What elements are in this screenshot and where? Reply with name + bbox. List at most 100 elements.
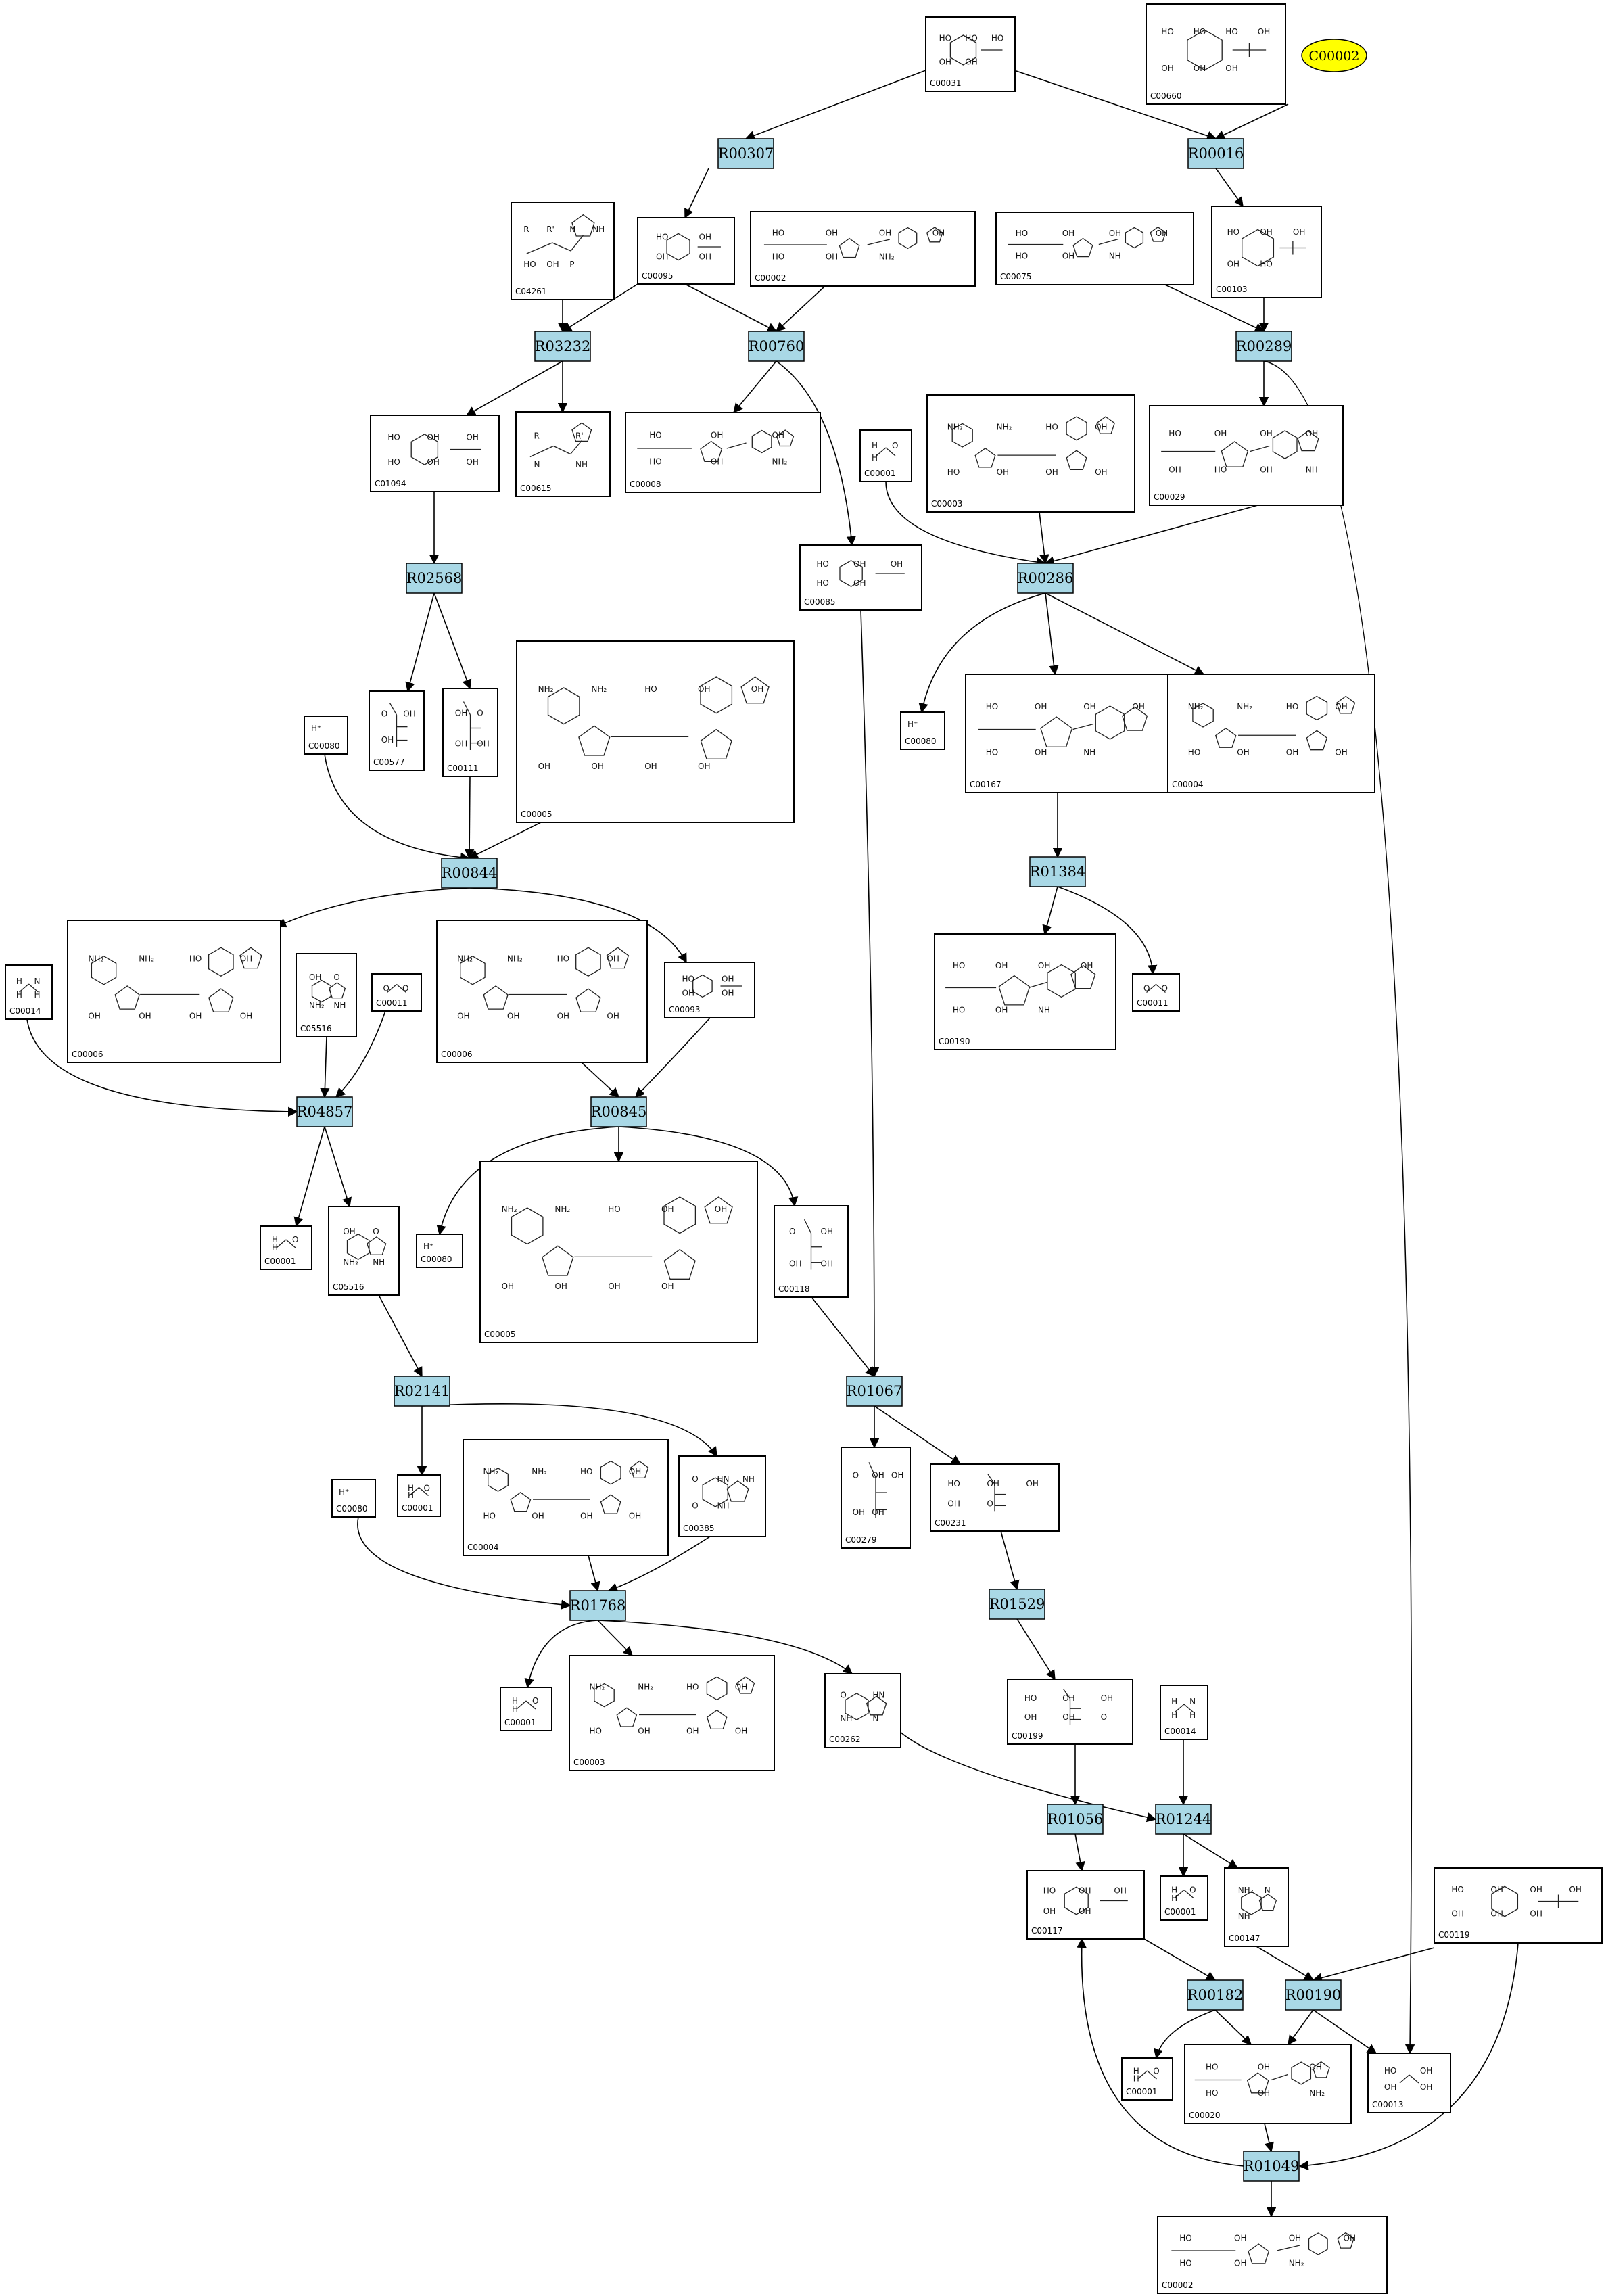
compound-box[interactable] bbox=[1160, 1875, 1208, 1921]
reaction-box[interactable] bbox=[406, 563, 463, 594]
reaction-r00844[interactable]: R00844 bbox=[441, 858, 498, 889]
reaction-box[interactable] bbox=[590, 1096, 647, 1127]
reaction-r00760[interactable]: R00760 bbox=[748, 331, 805, 362]
compound-box[interactable] bbox=[371, 973, 422, 1012]
reaction-r01056[interactable]: R01056 bbox=[1047, 1804, 1104, 1835]
compound-box[interactable] bbox=[926, 394, 1135, 513]
compound-c00080[interactable]: H⁺C00080 bbox=[304, 716, 348, 755]
reaction-box[interactable] bbox=[1047, 1804, 1104, 1835]
reaction-box[interactable] bbox=[1155, 1804, 1212, 1835]
compound-box[interactable] bbox=[416, 1234, 463, 1268]
compound-box[interactable] bbox=[5, 964, 53, 1020]
compound-box[interactable] bbox=[1026, 1870, 1145, 1940]
reaction-r00182[interactable]: R00182 bbox=[1187, 1979, 1244, 2011]
reaction-box[interactable] bbox=[296, 1096, 353, 1127]
reaction-box[interactable] bbox=[748, 331, 805, 362]
compound-box[interactable] bbox=[1367, 2053, 1451, 2113]
compound-box[interactable] bbox=[1146, 3, 1286, 105]
compound-box[interactable] bbox=[1211, 206, 1322, 298]
compound-box[interactable] bbox=[750, 211, 976, 287]
compound-box[interactable] bbox=[370, 415, 500, 492]
reaction-r00016[interactable]: R00016 bbox=[1187, 138, 1244, 169]
compound-box[interactable] bbox=[296, 953, 357, 1037]
compound-box[interactable] bbox=[625, 412, 821, 493]
compound-c00080[interactable]: H⁺C00080 bbox=[416, 1234, 463, 1268]
reaction-r00286[interactable]: R00286 bbox=[1017, 563, 1074, 594]
compound-box[interactable] bbox=[436, 920, 648, 1063]
compound-box[interactable] bbox=[479, 1161, 758, 1343]
highlighted-compound[interactable]: C00002 bbox=[1301, 39, 1367, 72]
compound-c00080[interactable]: H⁺C00080 bbox=[331, 1479, 376, 1518]
compound-box[interactable] bbox=[1160, 1685, 1208, 1740]
compound-box[interactable] bbox=[1184, 2044, 1352, 2124]
reaction-box[interactable] bbox=[1243, 2151, 1300, 2182]
compound-box[interactable] bbox=[515, 411, 611, 497]
compound-box[interactable] bbox=[637, 217, 735, 285]
compound-box[interactable] bbox=[463, 1439, 669, 1556]
compound-box[interactable] bbox=[995, 212, 1194, 285]
compound-box[interactable] bbox=[511, 202, 615, 300]
compound-box[interactable] bbox=[925, 16, 1016, 92]
compound-box[interactable] bbox=[328, 1206, 400, 1296]
reaction-r01067[interactable]: R01067 bbox=[846, 1376, 903, 1407]
reaction-box[interactable] bbox=[1187, 138, 1244, 169]
reaction-box[interactable] bbox=[1029, 856, 1086, 887]
compound-box[interactable] bbox=[1224, 1867, 1289, 1947]
compound-box[interactable] bbox=[934, 933, 1116, 1050]
compound-box[interactable] bbox=[965, 674, 1173, 793]
reaction-box[interactable] bbox=[846, 1376, 903, 1407]
reaction-box[interactable] bbox=[394, 1376, 450, 1407]
reaction-box[interactable] bbox=[1285, 1979, 1342, 2011]
reaction-r00190[interactable]: R00190 bbox=[1285, 1979, 1342, 2011]
highlight-ellipse[interactable] bbox=[1301, 39, 1367, 72]
compound-box[interactable] bbox=[664, 962, 755, 1018]
compound-box[interactable] bbox=[859, 429, 912, 482]
compound-c00080[interactable]: H⁺C00080 bbox=[900, 711, 945, 750]
reaction-box[interactable] bbox=[717, 138, 774, 169]
reaction-r03232[interactable]: R03232 bbox=[534, 331, 591, 362]
reaction-box[interactable] bbox=[534, 331, 591, 362]
reaction-r02568[interactable]: R02568 bbox=[406, 563, 463, 594]
compound-box[interactable] bbox=[1132, 973, 1180, 1012]
reaction-box[interactable] bbox=[1235, 331, 1292, 362]
compound-box[interactable] bbox=[824, 1673, 901, 1748]
compound-box[interactable] bbox=[678, 1455, 766, 1537]
compound-box[interactable] bbox=[569, 1655, 775, 1771]
reaction-r04857[interactable]: R04857 bbox=[296, 1096, 353, 1127]
compound-box[interactable] bbox=[900, 711, 945, 750]
reaction-r00845[interactable]: R00845 bbox=[590, 1096, 647, 1127]
reaction-r02141[interactable]: R02141 bbox=[394, 1376, 450, 1407]
